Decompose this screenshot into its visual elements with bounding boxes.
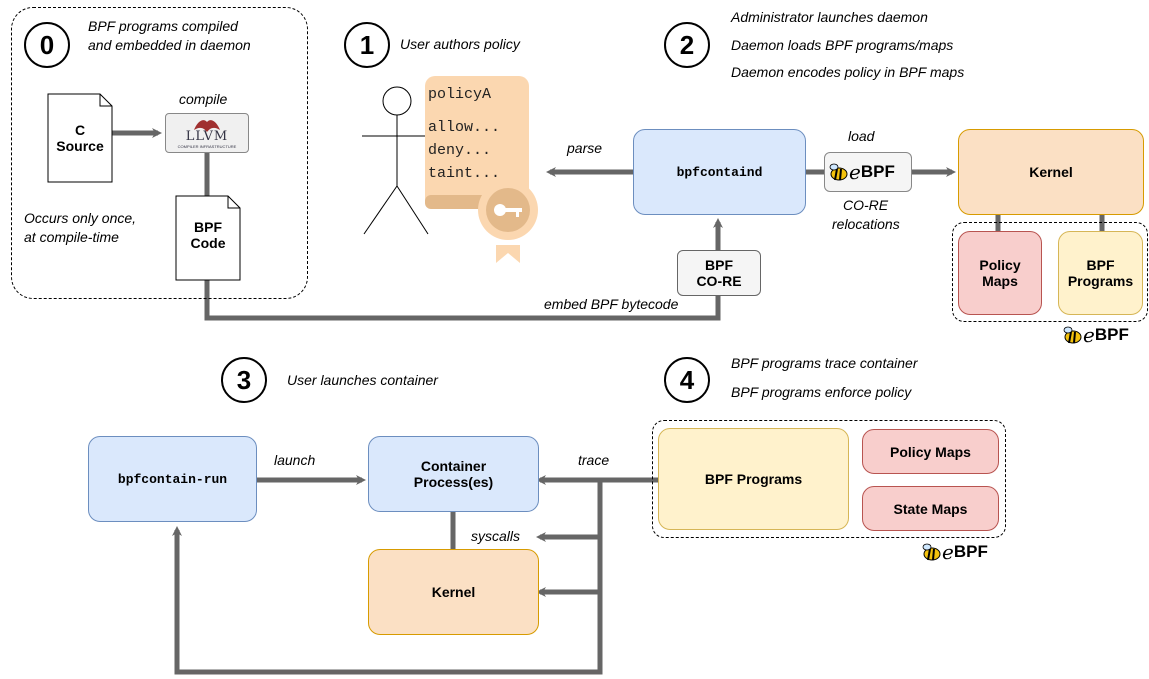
bpf-core-box: BPF CO-RE <box>677 250 761 296</box>
policy-maps-box-bottom: Policy Maps <box>862 429 999 474</box>
policy-line-0: policyA <box>428 86 492 103</box>
policy-line-3: taint... <box>428 165 501 182</box>
core-reloc-line2: relocations <box>832 216 900 232</box>
step1-caption: User authors policy <box>400 36 520 52</box>
step3-number-circle: 3 <box>221 357 267 403</box>
launch-label: launch <box>274 452 316 468</box>
ebpf-text: BPF <box>1094 325 1129 344</box>
c-source-line2: Source <box>56 138 104 154</box>
step0-dashed-region <box>11 7 308 299</box>
trace-label: trace <box>578 452 610 468</box>
bee-icon <box>1063 326 1082 344</box>
ebpf-text: BPF <box>860 162 895 181</box>
bpf-programs-box-bottom: BPF Programs <box>658 428 849 530</box>
llvm-dragon-icon <box>194 120 220 132</box>
policy-certificate-icon <box>425 76 538 263</box>
trace-vertical-line <box>172 480 603 675</box>
parse-label: parse <box>567 140 603 156</box>
container-line1: Container <box>420 458 487 474</box>
compile-label: compile <box>179 91 228 107</box>
kernel-box-bottom: Kernel <box>368 549 539 635</box>
bpf-code-line1: BPF <box>194 219 222 235</box>
step2-caption-line2: Daemon encodes policy in BPF maps <box>731 64 965 80</box>
step4-caption-line2: BPF programs enforce policy <box>731 384 912 400</box>
step0-caption-line2: and embedded in daemon <box>88 37 251 53</box>
c-source-document <box>47 93 113 183</box>
embed-bytecode-line <box>204 280 721 321</box>
bpf-core-line1: BPF <box>705 257 733 273</box>
embed-bytecode-label: embed BPF bytecode <box>544 296 679 312</box>
step0-number-circle: 0 <box>24 22 70 68</box>
policy-maps-line2: Maps <box>982 273 1018 289</box>
step4-number-circle: 4 <box>664 357 710 403</box>
step2-caption-line1: Daemon loads BPF programs/maps <box>731 37 954 53</box>
bpf-programs-box-top: BPF Programs <box>1058 231 1143 315</box>
policy-line-1: allow... <box>428 119 501 136</box>
state-maps-box: State Maps <box>862 486 999 531</box>
core-reloc-line1: CO-RE <box>843 197 889 213</box>
step0-caption-line1: BPF programs compiled <box>88 18 238 34</box>
container-line2: Process(es) <box>413 474 494 490</box>
ebpf-maps-dashed-region <box>952 222 1148 322</box>
policy-line-2: deny... <box>428 142 492 159</box>
bpf-code-line2: Code <box>190 235 226 251</box>
bpf-code-label: BPF Code <box>175 210 241 260</box>
llvm-sub: COMPILER INFRASTRUCTURE <box>177 144 237 149</box>
compile-note-line2: at compile-time <box>24 229 119 245</box>
bee-icon <box>922 543 941 561</box>
step1-number-circle: 1 <box>344 22 390 68</box>
llvm-label: LLVM <box>185 129 229 144</box>
step2-number-circle: 2 <box>664 22 710 68</box>
kernel-box-top: Kernel <box>958 129 1144 215</box>
policy-maps-line1: Policy <box>979 257 1021 273</box>
compile-note-line1: Occurs only once, <box>24 210 137 226</box>
c-source-label: C Source <box>47 113 113 163</box>
policy-maps-box: Policy Maps <box>958 231 1042 315</box>
bpfcontain-run-box: bpfcontain-run <box>88 436 257 522</box>
bpfcontaind-box: bpfcontaind <box>633 129 806 215</box>
container-process-box: Container Process(es) <box>368 436 539 512</box>
bpf-code-document <box>175 195 241 281</box>
load-label: load <box>848 128 875 144</box>
llvm-box: LLVM COMPILER INFRASTRUCTURE <box>165 113 249 153</box>
bpf-core-line2: CO-RE <box>696 273 742 289</box>
syscalls-label: syscalls <box>471 528 521 544</box>
ebpf-runtime-dashed-region <box>652 420 1006 538</box>
step2-caption-line0: Administrator launches daemon <box>731 9 928 25</box>
bpf-programs-line2: Programs <box>1067 273 1134 289</box>
user-stick-figure-icon <box>362 86 430 235</box>
bee-icon <box>829 163 848 181</box>
bpf-programs-line1: BPF <box>1086 257 1115 273</box>
ebpf-e: e <box>942 540 954 564</box>
ebpf-e: e <box>849 160 861 184</box>
ebpf-e: e <box>1083 323 1095 347</box>
ebpf-text: BPF <box>953 542 988 561</box>
c-source-line1: C <box>74 122 86 138</box>
step3-caption: User launches container <box>287 372 438 388</box>
step4-caption-line1: BPF programs trace container <box>731 355 918 371</box>
